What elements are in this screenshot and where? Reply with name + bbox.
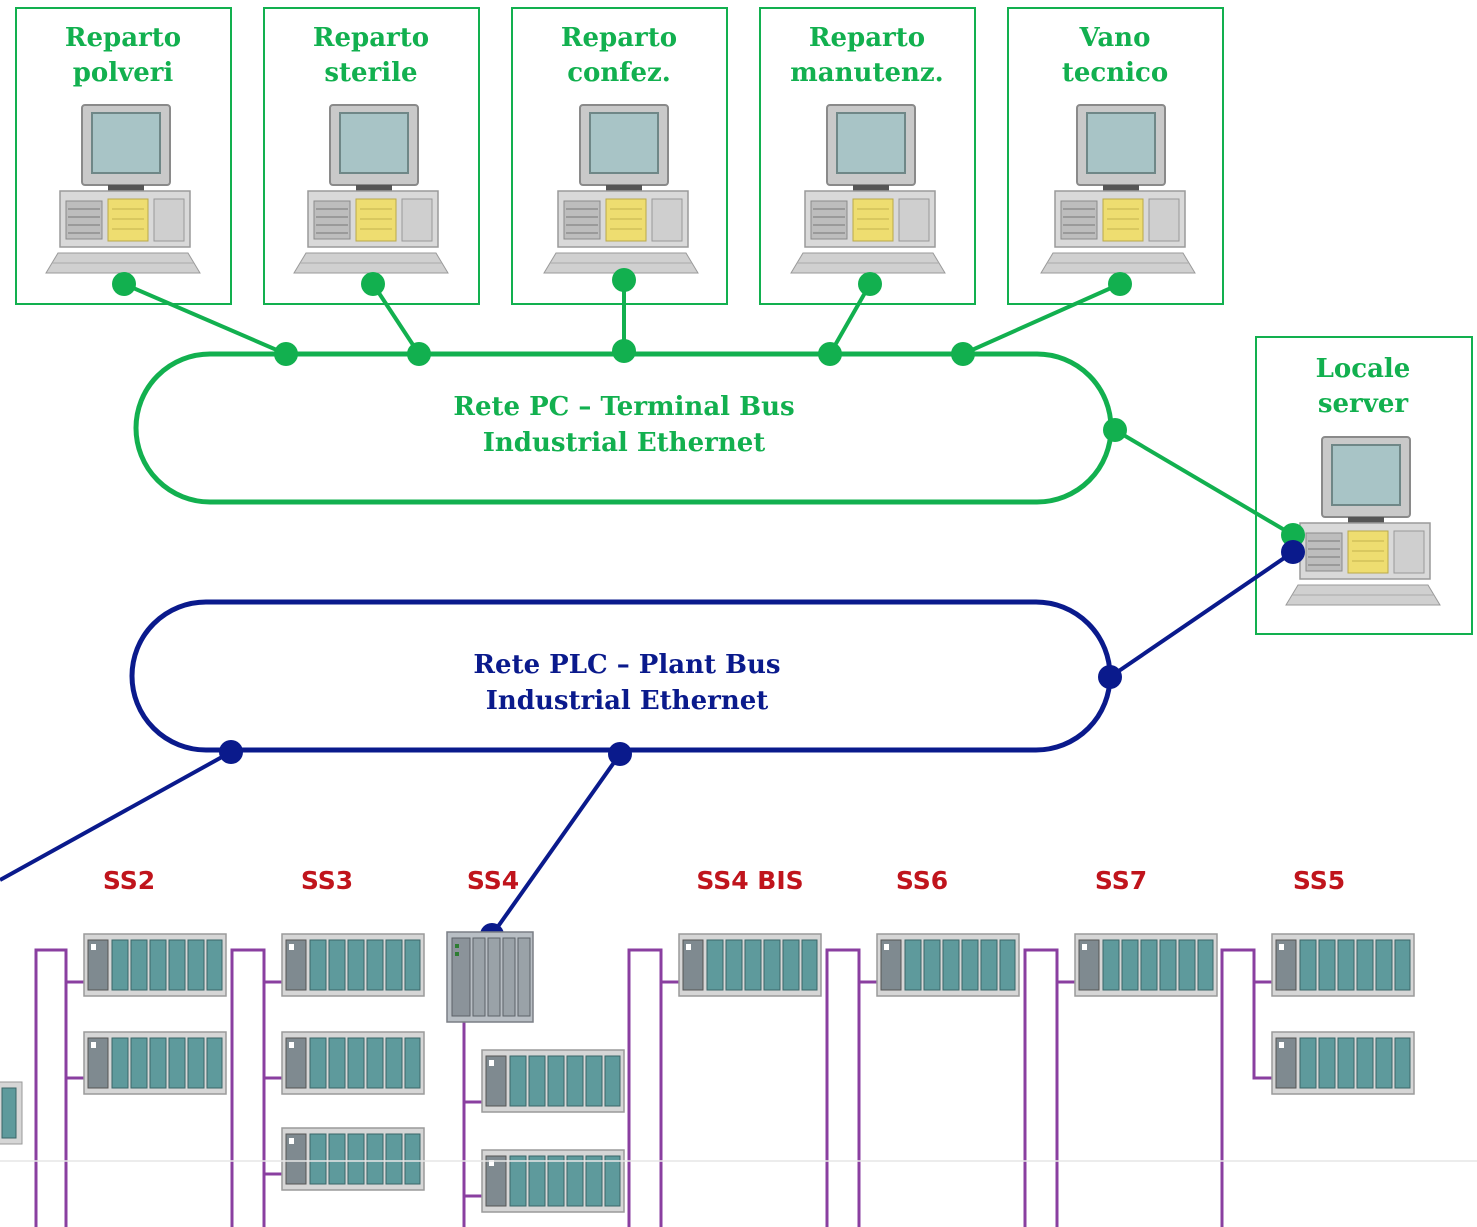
workstation-label-line1: Vano [1079,23,1151,53]
workstation-label-line2: manutenz. [790,58,943,88]
substation-label-ss6: SS6 [896,866,948,895]
workstation-sterile: Reparto sterile [263,7,480,305]
workstation-label-line1: Reparto [313,23,429,53]
workstation-label-line1: Reparto [809,23,925,53]
workstation-tecnico: Vano tecnico [1007,7,1224,305]
plc-rack-icon [678,933,822,997]
plc-rack-icon [876,933,1020,997]
server-computer-icon [1285,436,1441,606]
workstation-polveri: Reparto polveri [15,7,232,305]
plc-rack-icon [481,1049,625,1113]
desktop-computer-icon [1040,104,1196,274]
substation-label-ss3: SS3 [301,866,353,895]
plc-network-links [0,550,1295,937]
plc-rack-icon [281,1031,425,1095]
workstation-label-line2: sterile [324,58,417,88]
pc-network-ring: Rete PC – Terminal Bus Industrial Ethern… [133,351,1114,505]
pc-network-nodes [112,268,1305,547]
plc-rack-icon [281,933,425,997]
plc-rack-icon [1271,933,1415,997]
fieldbus-wiring [34,948,1272,1227]
server-room: Locale server [1255,336,1473,635]
plc-network-label-line1: Rete PLC – Plant Bus [473,650,780,680]
substation-labels: SS2 SS3 SS4 SS4 BIS SS6 SS7 SS5 [103,866,1345,895]
server-label-line1: Locale [1316,354,1411,384]
pc-network-label-line1: Rete PC – Terminal Bus [453,392,794,422]
substation-label-ss7: SS7 [1095,866,1147,895]
workstation-label-line1: Reparto [561,23,677,53]
workstation-label-line2: confez. [567,58,671,88]
plc-racks [0,933,1415,1213]
substation-label-ss4: SS4 [467,866,519,895]
workstation-label-line1: Reparto [65,23,181,53]
plc-rack-icon [481,1149,625,1213]
plc-rack-icon [281,1127,425,1191]
workstation-label-line2: polveri [73,58,174,88]
plc-rack-icon [1271,1031,1415,1095]
workstation-label-line2: tecnico [1062,58,1168,88]
workstation-manutenz: Reparto manutenz. [759,7,976,305]
plc-rack-icon [1074,933,1218,997]
pc-network-label-line2: Industrial Ethernet [483,428,766,458]
plc-rack-icon [83,933,227,997]
plc-cpu-icon [446,931,534,1023]
plc-network-ring: Rete PLC – Plant Bus Industrial Ethernet [129,599,1113,753]
substation-label-ss4-bis: SS4 BIS [696,866,803,895]
desktop-computer-icon [543,104,699,274]
plc-rack-partial [0,1081,23,1145]
desktop-computer-icon [790,104,946,274]
server-label-line2: server [1318,389,1409,419]
plc-network-label-line2: Industrial Ethernet [486,686,769,716]
substation-label-ss5: SS5 [1293,866,1345,895]
workstation-confez: Reparto confez. [511,7,728,305]
substation-label-ss2: SS2 [103,866,155,895]
plc-rack-icon [83,1031,227,1095]
desktop-computer-icon [45,104,201,274]
pc-network-links [123,280,1295,537]
desktop-computer-icon [293,104,449,274]
